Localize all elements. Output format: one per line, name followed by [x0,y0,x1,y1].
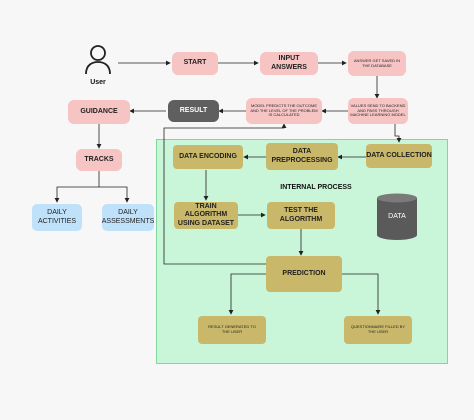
data-preprocessing-node: DATA PREPROCESSING [266,143,338,170]
data-collection-node: DATA COLLECTION [366,144,432,168]
database-label: DATA [388,213,406,220]
daily-assessments-node: DAILY ASSESSMENTS [102,204,154,231]
test-algorithm-node: TEST THE ALGORITHM [267,202,335,229]
model-predicts-node: MODEL PREDICTS THE OUTCOME AND THE LEVEL… [246,98,322,124]
edge-prediction-questionnaire [342,273,381,315]
edge-prediction-result [228,273,266,315]
database-icon [377,193,417,240]
edge-loop-to-model [163,123,301,265]
train-algorithm-node: TRAIN ALGORITHM USING DATASET [174,202,238,229]
questionnaire-filled-node: QUESTIONNAIRE FILLED BY THE USER [344,316,412,344]
edge-tracks-assess [99,186,130,203]
result-generated-node: RESULT GENERATED TO THE USER [198,316,266,344]
result-node: RESULT [168,100,219,122]
input-answers-node: INPUT ANSWERS [260,52,318,75]
daily-activities-node: DAILY ACTIVITIES [32,204,82,231]
start-node: START [172,52,218,75]
user-icon [85,45,111,75]
tracks-node: TRACKS [76,149,122,171]
edge-values-collection [394,124,402,143]
internal-process-title: INTERNAL PROCESS [280,184,352,191]
data-encoding-node: DATA ENCODING [173,145,243,169]
guidance-node: GUIDANCE [68,100,130,124]
edge-tracks-split [54,171,100,203]
answer-saved-node: ANSWER GET SAVED IN THE DATABASE [348,51,406,76]
prediction-node: PREDICTION [266,256,342,292]
values-send-node: VALUES SEND TO BACKEND AND PASS THROUGH … [348,98,408,124]
user-label: User [90,79,106,86]
